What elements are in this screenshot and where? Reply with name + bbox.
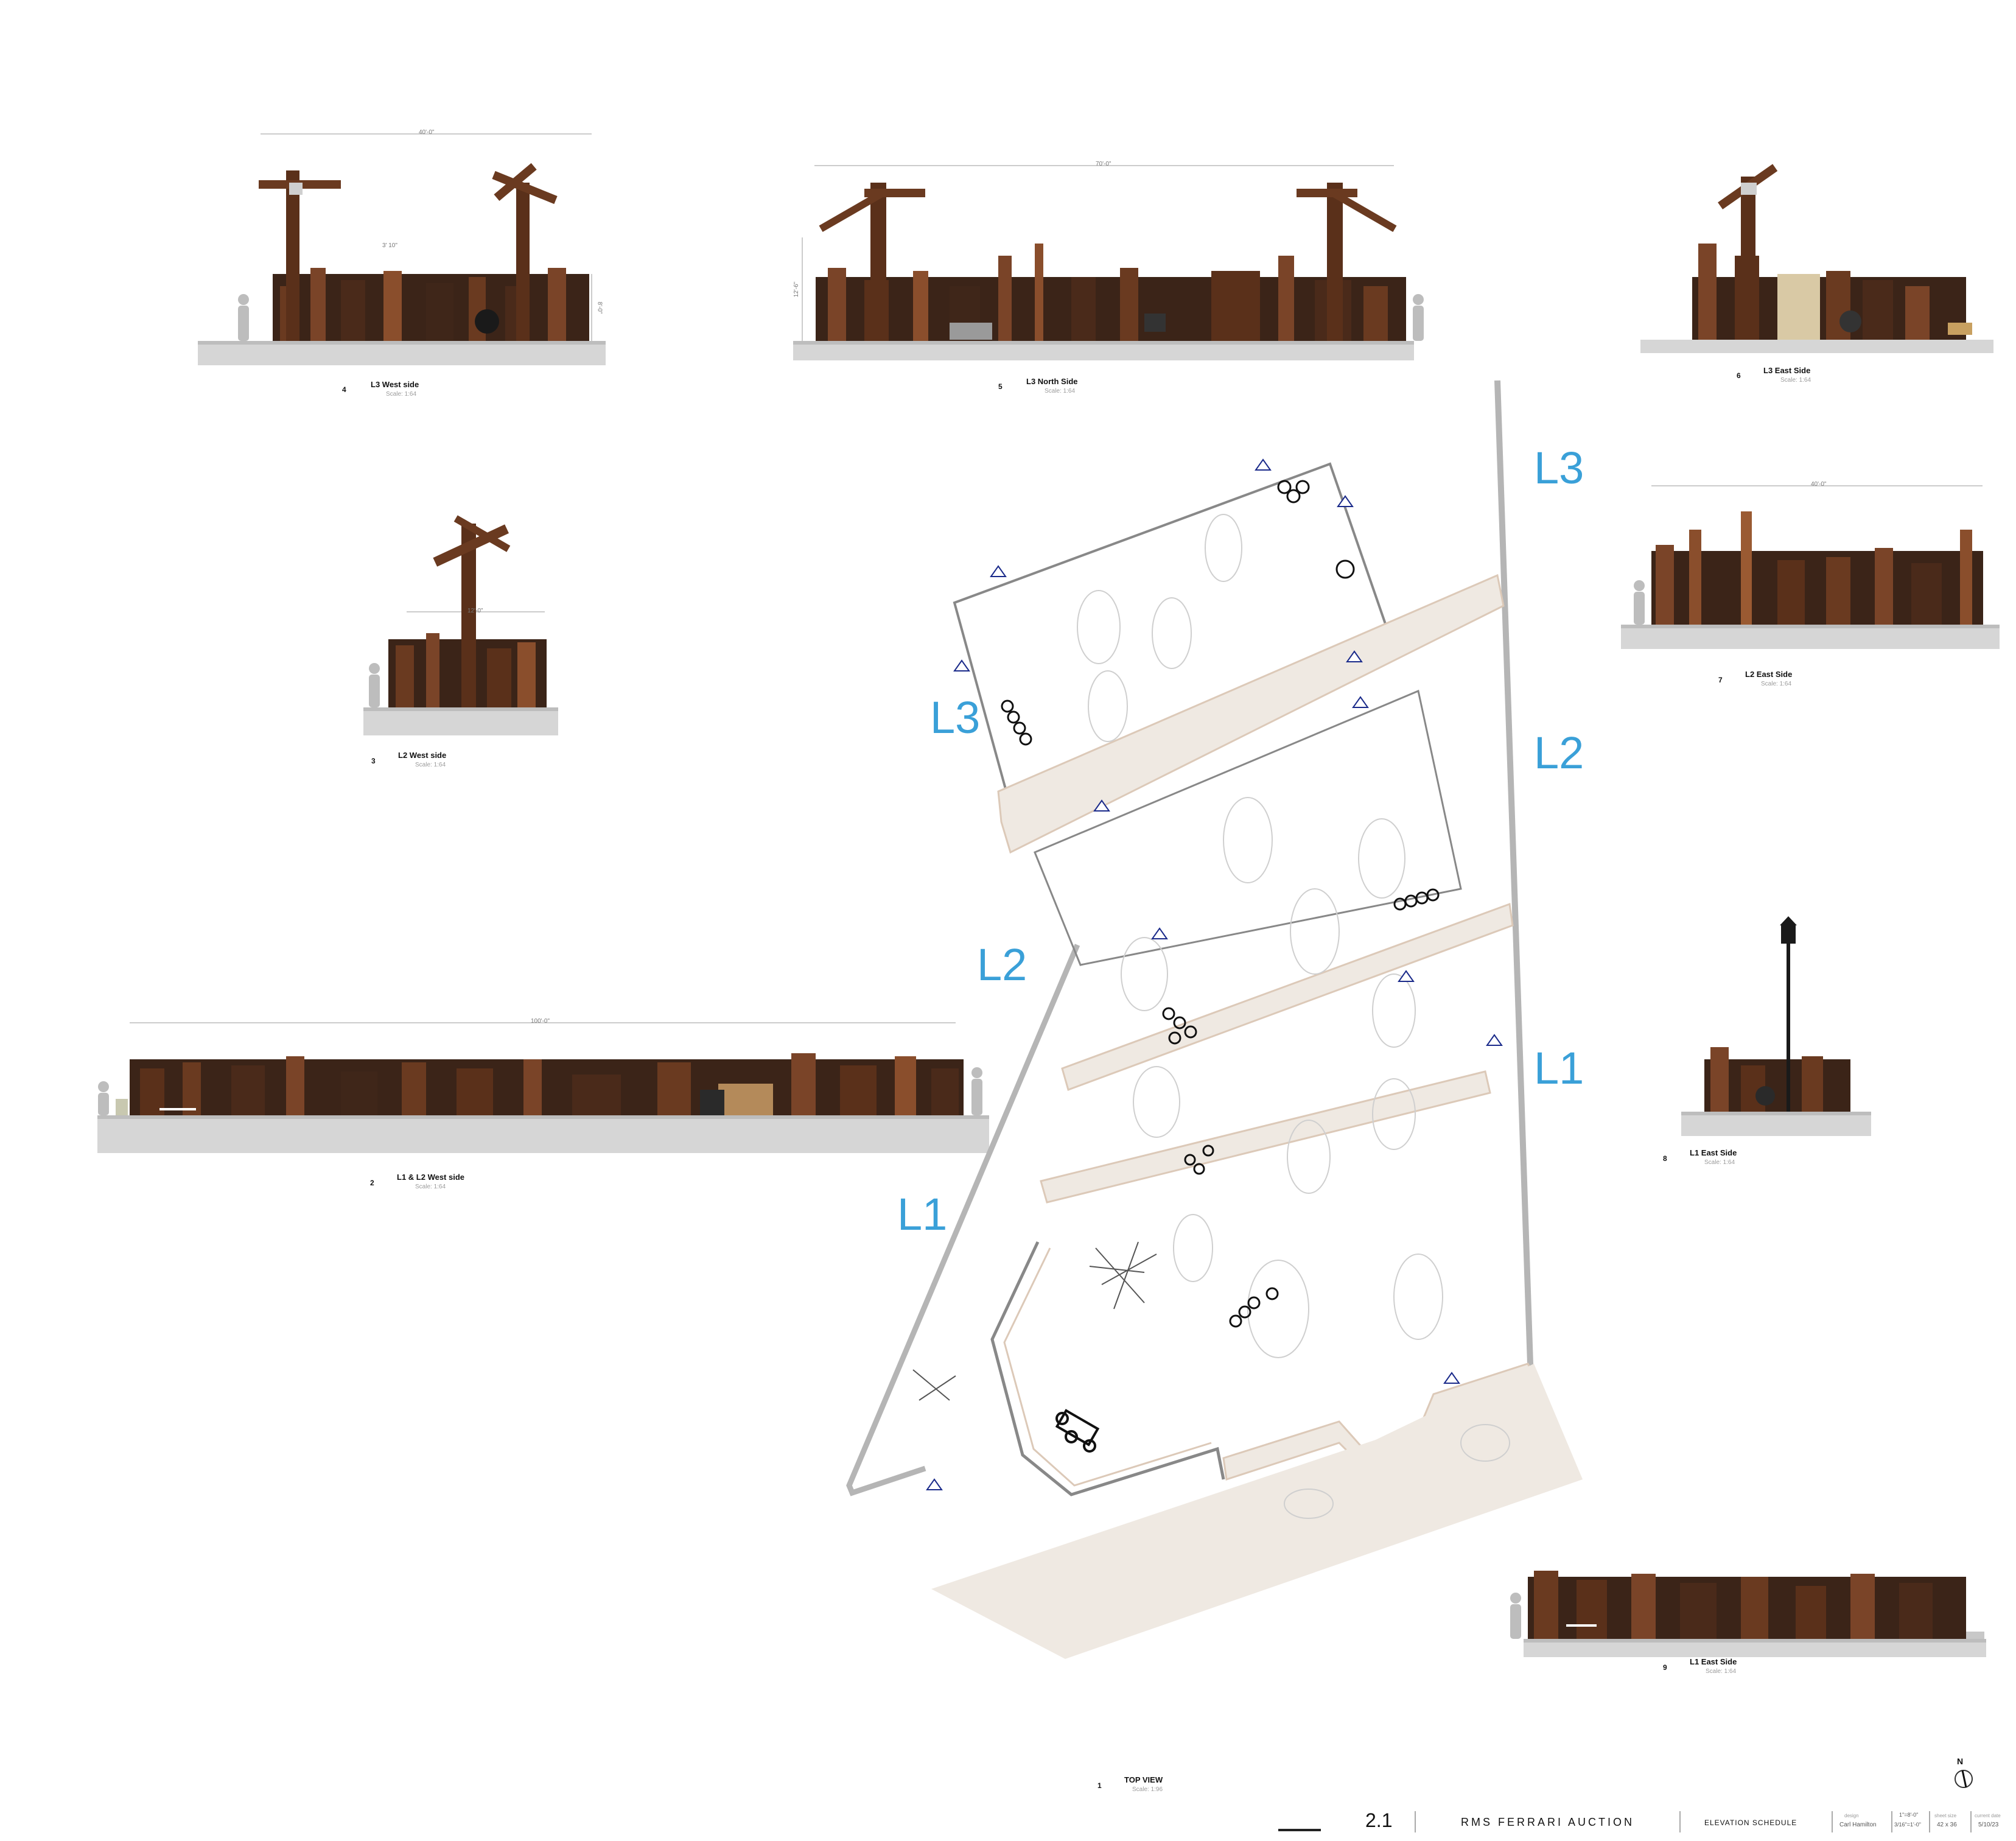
timber-pile bbox=[912, 1241, 1157, 1401]
date-value: 5/10/23 bbox=[1978, 1822, 1999, 1828]
sheet-size-label: sheet size bbox=[1934, 1813, 1957, 1818]
level-label-l2-left: L2 bbox=[977, 939, 1027, 990]
elevation-7-fence bbox=[1651, 511, 1983, 625]
elevation-5-dim: 70'-0" bbox=[1096, 161, 1111, 167]
elevation-4-sidedim: 8'-0" bbox=[596, 301, 603, 314]
sheet-number: 2.1 bbox=[1365, 1809, 1393, 1831]
view-number: 6 bbox=[1737, 371, 1741, 380]
elevation-2-dim: 100'-0" bbox=[531, 1018, 550, 1025]
human-figure bbox=[369, 663, 380, 707]
elevation-4-subdim: 3' 10" bbox=[382, 242, 397, 249]
car-outlines bbox=[1077, 514, 1510, 1519]
view-title: L3 West side bbox=[371, 380, 419, 389]
elevation-8-fence bbox=[1704, 1047, 1850, 1112]
svg-text:N: N bbox=[1957, 1756, 1963, 1766]
view-title: L2 East Side bbox=[1745, 670, 1793, 679]
view-scale: Scale: 1:64 bbox=[1780, 377, 1811, 384]
design-label: design bbox=[1844, 1813, 1859, 1818]
view-number: 7 bbox=[1718, 676, 1723, 684]
view-title: L3 North Side bbox=[1026, 377, 1078, 386]
vehicle-icon bbox=[1055, 1409, 1100, 1453]
human-figure bbox=[1510, 1593, 1521, 1639]
elevation-3-dim: 12'-0" bbox=[467, 608, 483, 614]
view-number: 1 bbox=[1097, 1781, 1102, 1790]
level-label-l3-left: L3 bbox=[930, 692, 981, 743]
elevation-6-fence bbox=[1692, 244, 1972, 340]
elevation-4-fence bbox=[273, 268, 589, 341]
view-scale: Scale: 1:96 bbox=[1132, 1786, 1163, 1793]
human-figure bbox=[98, 1067, 982, 1115]
project-name: RMS FERRARI AUCTION bbox=[1461, 1816, 1635, 1828]
view-number: 8 bbox=[1663, 1154, 1667, 1163]
view-number: 3 bbox=[371, 757, 376, 765]
view-scale: Scale: 1:64 bbox=[1045, 388, 1076, 394]
date-label: current date bbox=[1975, 1813, 2001, 1818]
elevation-5-sidedim: 12'-6" bbox=[793, 281, 800, 298]
human-figure bbox=[1634, 580, 1645, 625]
tire-stacks bbox=[1001, 480, 1440, 1328]
sheet-title: ELEVATION SCHEDULE bbox=[1704, 1818, 1797, 1827]
elevation-7-dim: 40'-0" bbox=[1811, 481, 1827, 488]
elevation-4-dim: 40'-0" bbox=[419, 129, 435, 136]
level-label-l1-right: L1 bbox=[1534, 1043, 1584, 1093]
view-title: L1 & L2 West side bbox=[397, 1173, 465, 1182]
view-number: 9 bbox=[1663, 1663, 1667, 1672]
view-number: 4 bbox=[342, 385, 346, 394]
view-scale: Scale: 1:64 bbox=[386, 391, 417, 398]
view-title: TOP VIEW bbox=[1124, 1775, 1163, 1784]
scale-label: 1"=8'-0" bbox=[1899, 1812, 1919, 1818]
view-number: 5 bbox=[998, 382, 1003, 391]
view-scale: Scale: 1:64 bbox=[415, 1184, 446, 1190]
design-value: Carl Hamilton bbox=[1839, 1822, 1877, 1828]
level-label-l3-right: L3 bbox=[1534, 443, 1584, 493]
elevation-2-fence bbox=[130, 1053, 964, 1115]
view-title: L2 West side bbox=[398, 751, 447, 760]
view-scale: Scale: 1:64 bbox=[1706, 1668, 1737, 1675]
elevation-5-fence bbox=[816, 244, 1406, 341]
elevation-9-fence bbox=[1528, 1571, 1966, 1639]
level-label-l2-right: L2 bbox=[1534, 728, 1584, 778]
view-number: 2 bbox=[370, 1179, 374, 1187]
view-scale: Scale: 1:64 bbox=[1761, 681, 1792, 687]
view-scale: Scale: 1:64 bbox=[1704, 1159, 1735, 1166]
view-title: L1 East Side bbox=[1690, 1148, 1737, 1157]
view-scale: Scale: 1:64 bbox=[415, 762, 446, 768]
human-figure bbox=[238, 294, 249, 341]
elevation-5-towers bbox=[819, 183, 1397, 341]
street-lamp bbox=[1780, 916, 1797, 1112]
view-title: L1 East Side bbox=[1690, 1657, 1737, 1666]
view-title: L3 East Side bbox=[1763, 366, 1811, 375]
elevation-4-towers bbox=[259, 163, 558, 341]
elevation-6-tower bbox=[1718, 164, 1778, 340]
scale-value: 3/16"=1'-0" bbox=[1894, 1822, 1921, 1828]
elevation-3-fence bbox=[388, 633, 547, 707]
human-figure bbox=[1413, 294, 1424, 341]
sheet-size-value: 42 x 36 bbox=[1937, 1822, 1957, 1828]
level-label-l1-left: L1 bbox=[897, 1189, 948, 1240]
